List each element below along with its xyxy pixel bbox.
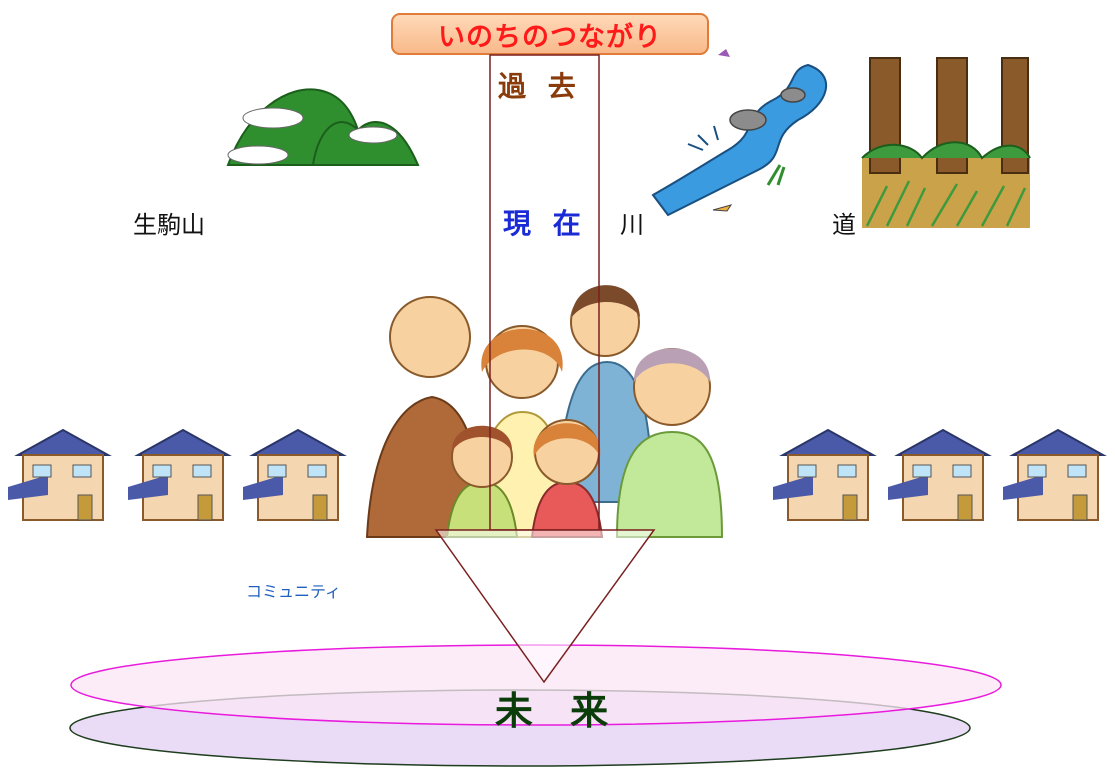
label-past: 過 去 [498,70,582,103]
houses-right [773,425,1113,525]
timeline-column [489,54,600,531]
house-icon [243,428,347,521]
house-icon [8,428,112,521]
house-icon [128,428,232,521]
label-road: 道 [832,211,856,239]
family-icon [362,262,732,538]
label-future: 未 来 [494,689,621,733]
label-community: コミュニティ [246,582,342,601]
mountain-icon [226,88,420,166]
house-icon [773,428,877,521]
houses-left [8,425,353,525]
house-icon [1003,428,1107,521]
label-river: 川 [620,211,644,239]
river-icon [651,49,828,217]
title-banner: いのちのつながり [391,13,709,55]
label-mountain: 生駒山 [133,211,205,239]
label-present: 現 在 [503,207,587,240]
future-funnel [434,529,656,684]
forest-path-icon [861,57,1031,228]
house-icon [888,428,992,521]
